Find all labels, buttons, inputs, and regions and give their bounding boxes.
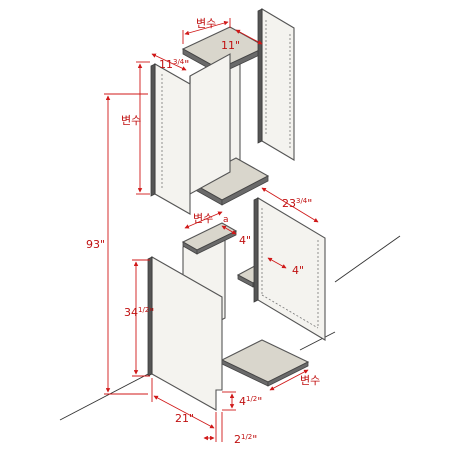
- bottom-variable-label: 변수: [300, 374, 320, 387]
- right-shelf-depth-label: 4": [292, 264, 304, 277]
- upper-height-variable-label: 변수: [121, 114, 141, 127]
- mid-depth-label: 233/4": [282, 197, 312, 210]
- top-variable-label: 변수: [196, 17, 216, 30]
- left-shelf-depth-label: 4": [239, 234, 251, 247]
- mid-marker-label: a: [223, 215, 229, 225]
- base-width-label: 21": [175, 412, 194, 425]
- lower-cabinet: [147, 197, 326, 411]
- top-width-label: 11": [221, 39, 240, 52]
- dimension-labels: 변수 11" 113/4" 변수 93" 변수 a 233/4" 4" 4" 3…: [86, 17, 320, 446]
- mid-variable-label: 변수: [193, 212, 213, 225]
- lower-base-panel: [220, 339, 310, 383]
- lower-height-label: 341/2": [124, 306, 154, 319]
- top-depth-label: 113/4": [159, 58, 189, 71]
- upper-left-side-panel: [154, 63, 191, 215]
- upper-inner-left-side: [189, 53, 231, 195]
- dimension-lines: [104, 18, 319, 442]
- toe-height-label: 41/2": [239, 395, 262, 408]
- toe-depth-label: 21/2": [234, 433, 257, 446]
- total-height-label: 93": [86, 238, 105, 251]
- ground-lines: [59, 235, 401, 421]
- upper-right-side-panel: [261, 8, 295, 161]
